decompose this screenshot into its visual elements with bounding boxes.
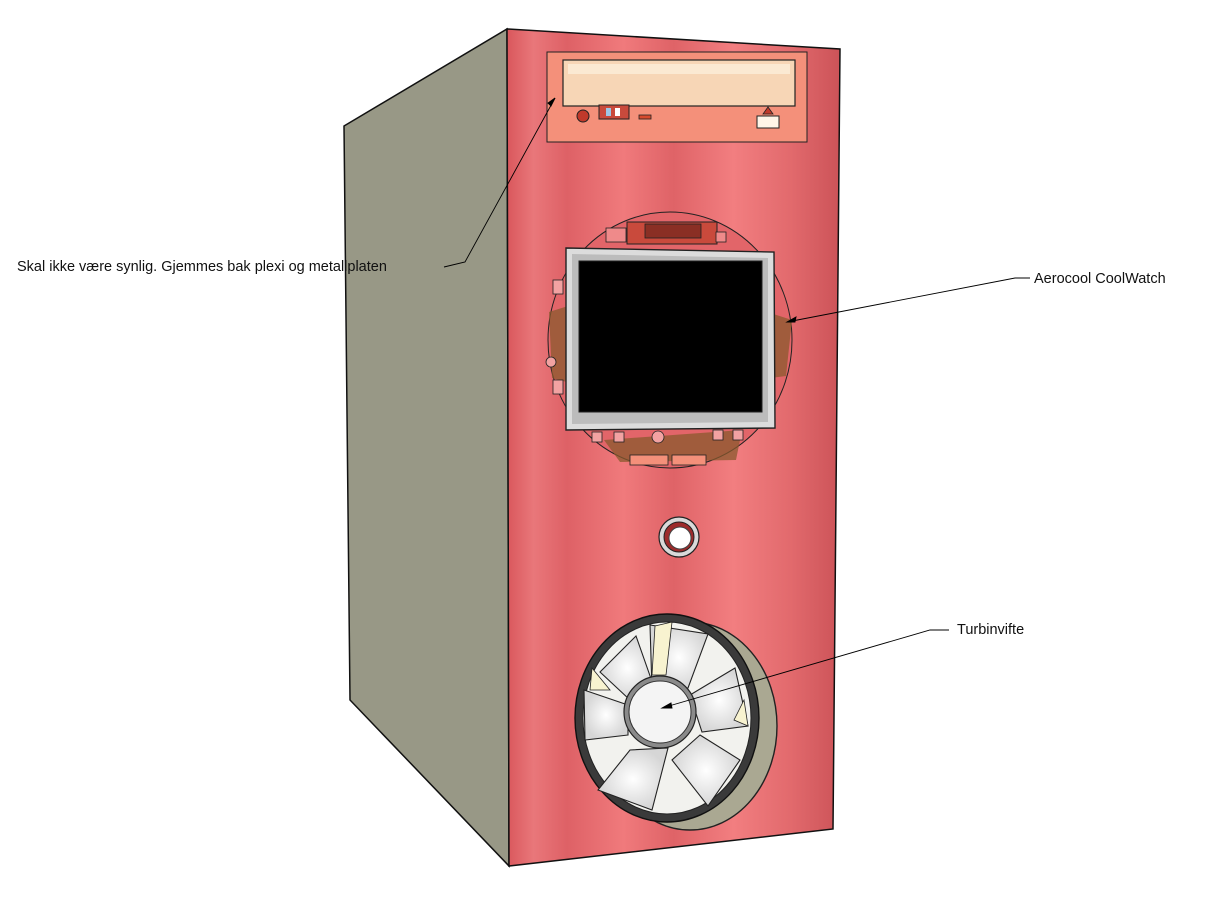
display-leader-line	[786, 277, 1030, 323]
leader-lines	[443, 97, 1030, 709]
coolwatch-display	[565, 247, 776, 431]
turbine-fan	[574, 613, 778, 831]
drive-leader-line	[443, 97, 556, 268]
power-button	[658, 516, 700, 558]
drive-annotation: Skal ikke være synlig. Gjemmes bak plexi…	[17, 259, 387, 275]
fan-leader-line	[661, 629, 949, 709]
side-panel	[343, 27, 510, 868]
optical-drive-bay	[546, 51, 808, 143]
fan-annotation: Turbinvifte	[957, 622, 1025, 638]
display-annotation: Aerocool CoolWatch	[1034, 271, 1166, 287]
